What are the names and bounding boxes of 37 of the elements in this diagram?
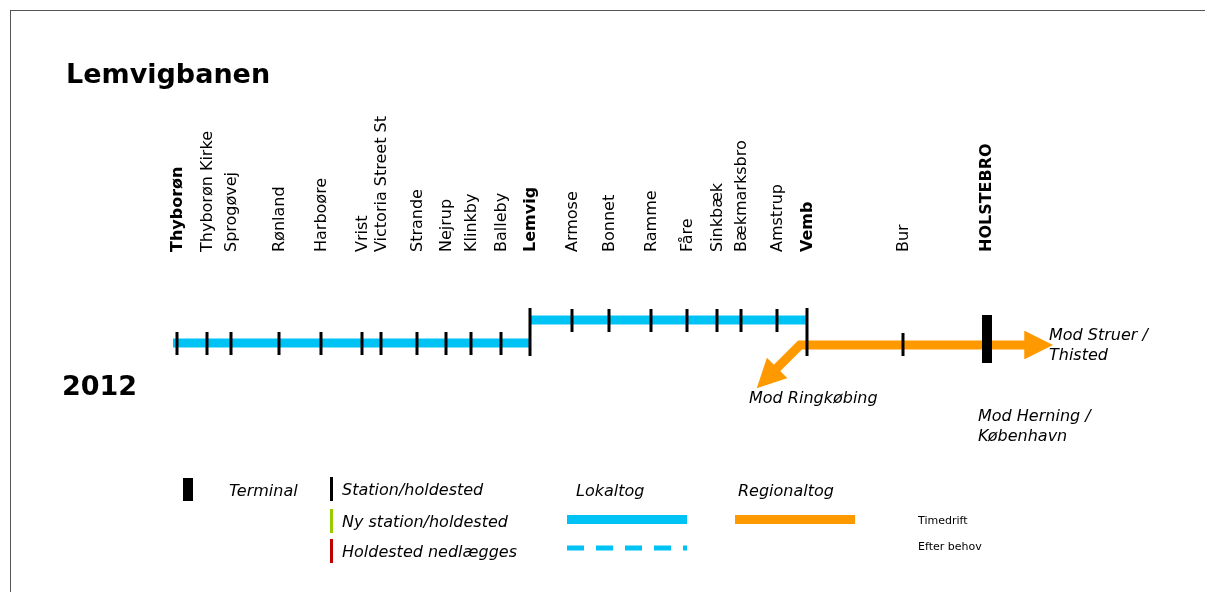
legend-label: Ny station/holdested xyxy=(342,511,508,533)
station-name: Bur xyxy=(893,224,913,252)
year-label: 2012 xyxy=(62,369,138,403)
row-label: Timedrift xyxy=(918,513,968,529)
legend-label: Station/holdested xyxy=(342,479,484,501)
station-name: Rønland xyxy=(269,186,289,252)
diagram-title: Lemvigbanen xyxy=(66,57,271,91)
station-name: Lemvig xyxy=(520,186,540,252)
station-name: Vemb xyxy=(797,201,817,252)
station-name: Victoria Street St xyxy=(371,116,391,252)
regional-train-arrow xyxy=(756,340,807,389)
station-name: Fåre xyxy=(677,218,697,252)
column-heading: Regionaltog xyxy=(738,480,834,502)
station-name: Bækmarksbro xyxy=(731,140,751,252)
station-name: Bonnet xyxy=(599,194,619,252)
station-name: Armose xyxy=(562,191,582,252)
station-name: Harboøre xyxy=(311,177,331,252)
destination-label: Mod Herning / København xyxy=(978,406,1093,446)
row-label: Efter behov xyxy=(918,539,982,555)
station-name: Ramme xyxy=(641,190,661,252)
column-heading: Lokaltog xyxy=(576,480,645,502)
legend-label: Terminal xyxy=(229,479,298,502)
station-name: Klinkby xyxy=(461,193,481,252)
destination-label: Mod Struer / Thisted xyxy=(1049,325,1179,365)
station-name: Vrist xyxy=(352,215,372,252)
station-name: Sinkbæk xyxy=(707,182,727,252)
station-name: HOLSTEBRO xyxy=(976,143,996,252)
station-name: Sprogøvej xyxy=(221,171,241,252)
station-name: Amstrup xyxy=(767,184,787,252)
station-name: Thyborøn xyxy=(167,166,187,252)
station-name: Strande xyxy=(407,189,427,252)
destination-label: Mod Ringkøbing xyxy=(749,388,899,408)
regional-train-arrow xyxy=(807,330,1054,360)
station-name: Balleby xyxy=(491,192,511,252)
station-name: Thyborøn Kirke xyxy=(197,131,217,252)
legend-label: Holdested nedlægges xyxy=(342,541,517,563)
station-name: Nejrup xyxy=(436,198,456,252)
